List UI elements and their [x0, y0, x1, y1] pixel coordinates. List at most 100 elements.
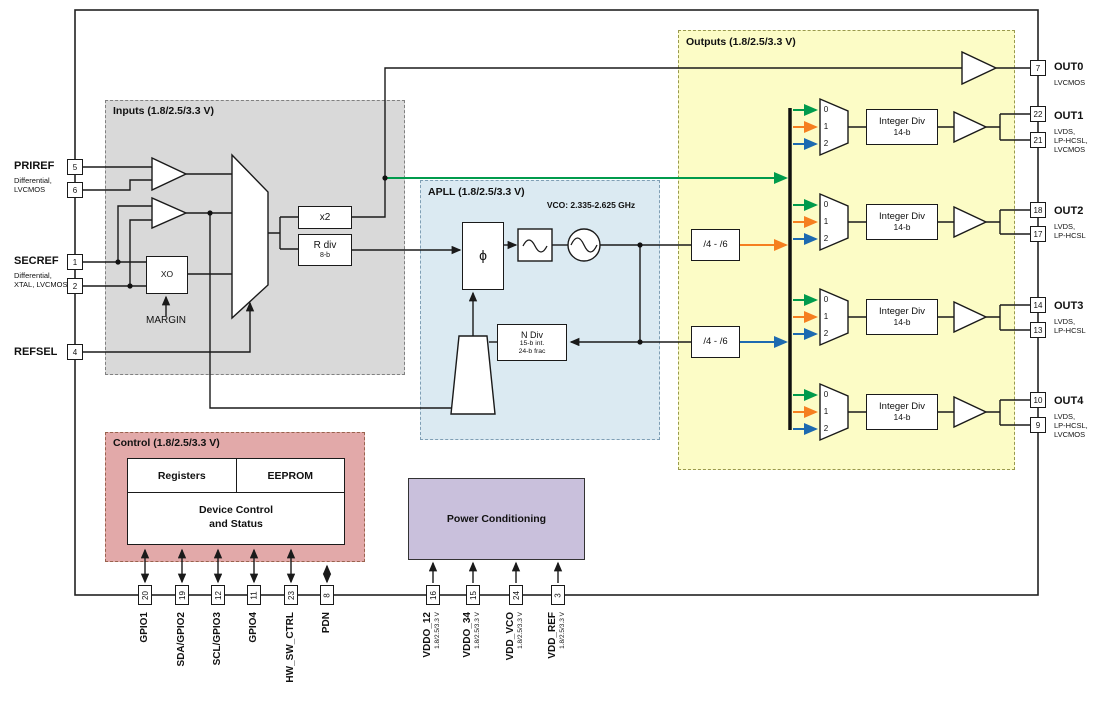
sda-gpio2-label: SDA/GPIO2: [176, 612, 187, 667]
x2-label: x2: [319, 211, 331, 223]
priref-sub2: LVCMOS: [14, 185, 46, 194]
inputs-title: Inputs (1.8/2.5/3.3 V): [113, 105, 214, 117]
registers-label: Registers: [157, 469, 206, 482]
signal-wires: [83, 67, 1030, 584]
gpio4-label: GPIO4: [248, 612, 259, 643]
pin-1: 1: [67, 254, 83, 270]
device-control-block: Device Control and Status: [128, 493, 344, 542]
out2-buffer: [953, 205, 988, 239]
pin-12: 12: [211, 585, 225, 605]
filter-wave-icon: [522, 239, 548, 253]
out2-label: OUT2: [1054, 205, 1084, 217]
xo-label: XO: [160, 269, 174, 280]
pin-21: 21: [1030, 132, 1046, 148]
out1-sub3: LVCMOS: [1054, 145, 1086, 154]
priref-label: PRIREF: [14, 160, 55, 172]
pin-4: 4: [67, 344, 83, 360]
secref-buffer: [151, 196, 188, 230]
pin-16: 16: [426, 585, 440, 605]
pin-5: 5: [67, 159, 83, 175]
phase-detector-block: ϕ: [462, 222, 504, 290]
out4-mux-in0-label: 0: [823, 390, 829, 399]
out4-mux-in2-label: 2: [823, 424, 829, 433]
out1-mux-in2-label: 2: [823, 139, 829, 148]
device-control-line1: Device Control: [198, 504, 274, 517]
out4-sub1: LVDS,: [1054, 412, 1076, 421]
secref-label: SECREF: [14, 255, 59, 267]
control-block: Registers EEPROM Device Control and Stat…: [127, 458, 345, 545]
device-control-line2: and Status: [209, 517, 263, 530]
pin-7: 7: [1030, 60, 1046, 76]
out2-sub2: LP-HCSL: [1054, 231, 1086, 240]
out3-intdiv-label: Integer Div: [879, 305, 925, 317]
pin-20: 20: [138, 585, 152, 605]
pin-22: 22: [1030, 106, 1046, 122]
out1-sub1: LVDS,: [1054, 127, 1076, 136]
out3-sub1: LVDS,: [1054, 317, 1076, 326]
vco-range-label: VCO: 2.335-2.625 GHz: [546, 200, 636, 210]
registers-block: Registers: [128, 459, 237, 492]
pin-2: 2: [67, 278, 83, 294]
out3-mux-in1-label: 1: [823, 312, 829, 321]
post-divider-b-block: /4 - /6: [691, 326, 740, 358]
r-divider-block: R div 8-b: [298, 234, 352, 266]
pin-14: 14: [1030, 297, 1046, 313]
out2-mux-in1-label: 1: [823, 217, 829, 226]
phase-symbol: ϕ: [479, 247, 487, 264]
post-divider-a-block: /4 - /6: [691, 229, 740, 261]
secref-sub2: XTAL, LVCMOS: [14, 280, 68, 289]
out3-integer-divider-block: Integer Div 14-b: [866, 299, 938, 335]
vddo12-label: VDDO_12: [422, 612, 433, 658]
junction-dots: [115, 175, 643, 345]
out3-sub2: LP-HCSL: [1054, 326, 1086, 335]
pin-10: 10: [1030, 392, 1046, 408]
xo-block: XO: [146, 256, 188, 294]
hw-sw-ctrl-label: HW_SW_CTRL: [285, 612, 296, 683]
ndiv-sub2-label: 24-b frac: [518, 347, 546, 355]
out0-sub1: LVCMOS: [1054, 78, 1086, 87]
out2-integer-divider-block: Integer Div 14-b: [866, 204, 938, 240]
ndiv-label: N Div: [521, 329, 543, 340]
scl-gpio3-label: SCL/GPIO3: [212, 612, 223, 666]
out1-buffer: [953, 110, 988, 144]
pin-17: 17: [1030, 226, 1046, 242]
eeprom-label: EEPROM: [267, 469, 313, 482]
out3-label: OUT3: [1054, 300, 1084, 312]
feedback-mux: [450, 335, 496, 415]
control-title: Control (1.8/2.5/3.3 V): [113, 437, 220, 449]
out3-mux-in2-label: 2: [823, 329, 829, 338]
out1-label: OUT1: [1054, 110, 1084, 122]
eeprom-block: EEPROM: [237, 459, 345, 492]
vddo34-label: VDDO_34: [462, 612, 473, 658]
out3-buffer: [953, 300, 988, 334]
pin-23: 23: [284, 585, 298, 605]
vdd-vco-label: VDD_VCO: [505, 612, 516, 661]
pin-18: 18: [1030, 202, 1046, 218]
out1-intdiv-sub: 14-b: [893, 126, 911, 137]
out4-intdiv-label: Integer Div: [879, 400, 925, 412]
clock-distribution: [385, 104, 818, 435]
priref-buffer: [151, 156, 188, 192]
rdiv-sub-label: 8-b: [319, 251, 331, 259]
vdd-ref-sub-label: 1.8/2.5/3.3 V: [559, 612, 566, 649]
out4-intdiv-sub: 14-b: [893, 411, 911, 422]
pin-3: 3: [551, 585, 565, 605]
vco-wave-icon: [570, 237, 598, 253]
vddo34-sub-label: 1.8/2.5/3.3 V: [474, 612, 481, 649]
out3-mux-in0-label: 0: [823, 295, 829, 304]
out4-label: OUT4: [1054, 395, 1084, 407]
out0-buffer: [961, 50, 998, 86]
div46-a-label: /4 - /6: [703, 238, 728, 250]
pin-11: 11: [247, 585, 261, 605]
margin-label: MARGIN: [146, 315, 186, 326]
out1-mux: [819, 97, 849, 157]
out3-mux: [819, 287, 849, 347]
out4-mux-in1-label: 1: [823, 407, 829, 416]
power-title: Power Conditioning: [446, 513, 547, 525]
out2-mux: [819, 192, 849, 252]
pin-19: 19: [175, 585, 189, 605]
out2-mux-in2-label: 2: [823, 234, 829, 243]
out4-integer-divider-block: Integer Div 14-b: [866, 394, 938, 430]
out1-integer-divider-block: Integer Div 14-b: [866, 109, 938, 145]
